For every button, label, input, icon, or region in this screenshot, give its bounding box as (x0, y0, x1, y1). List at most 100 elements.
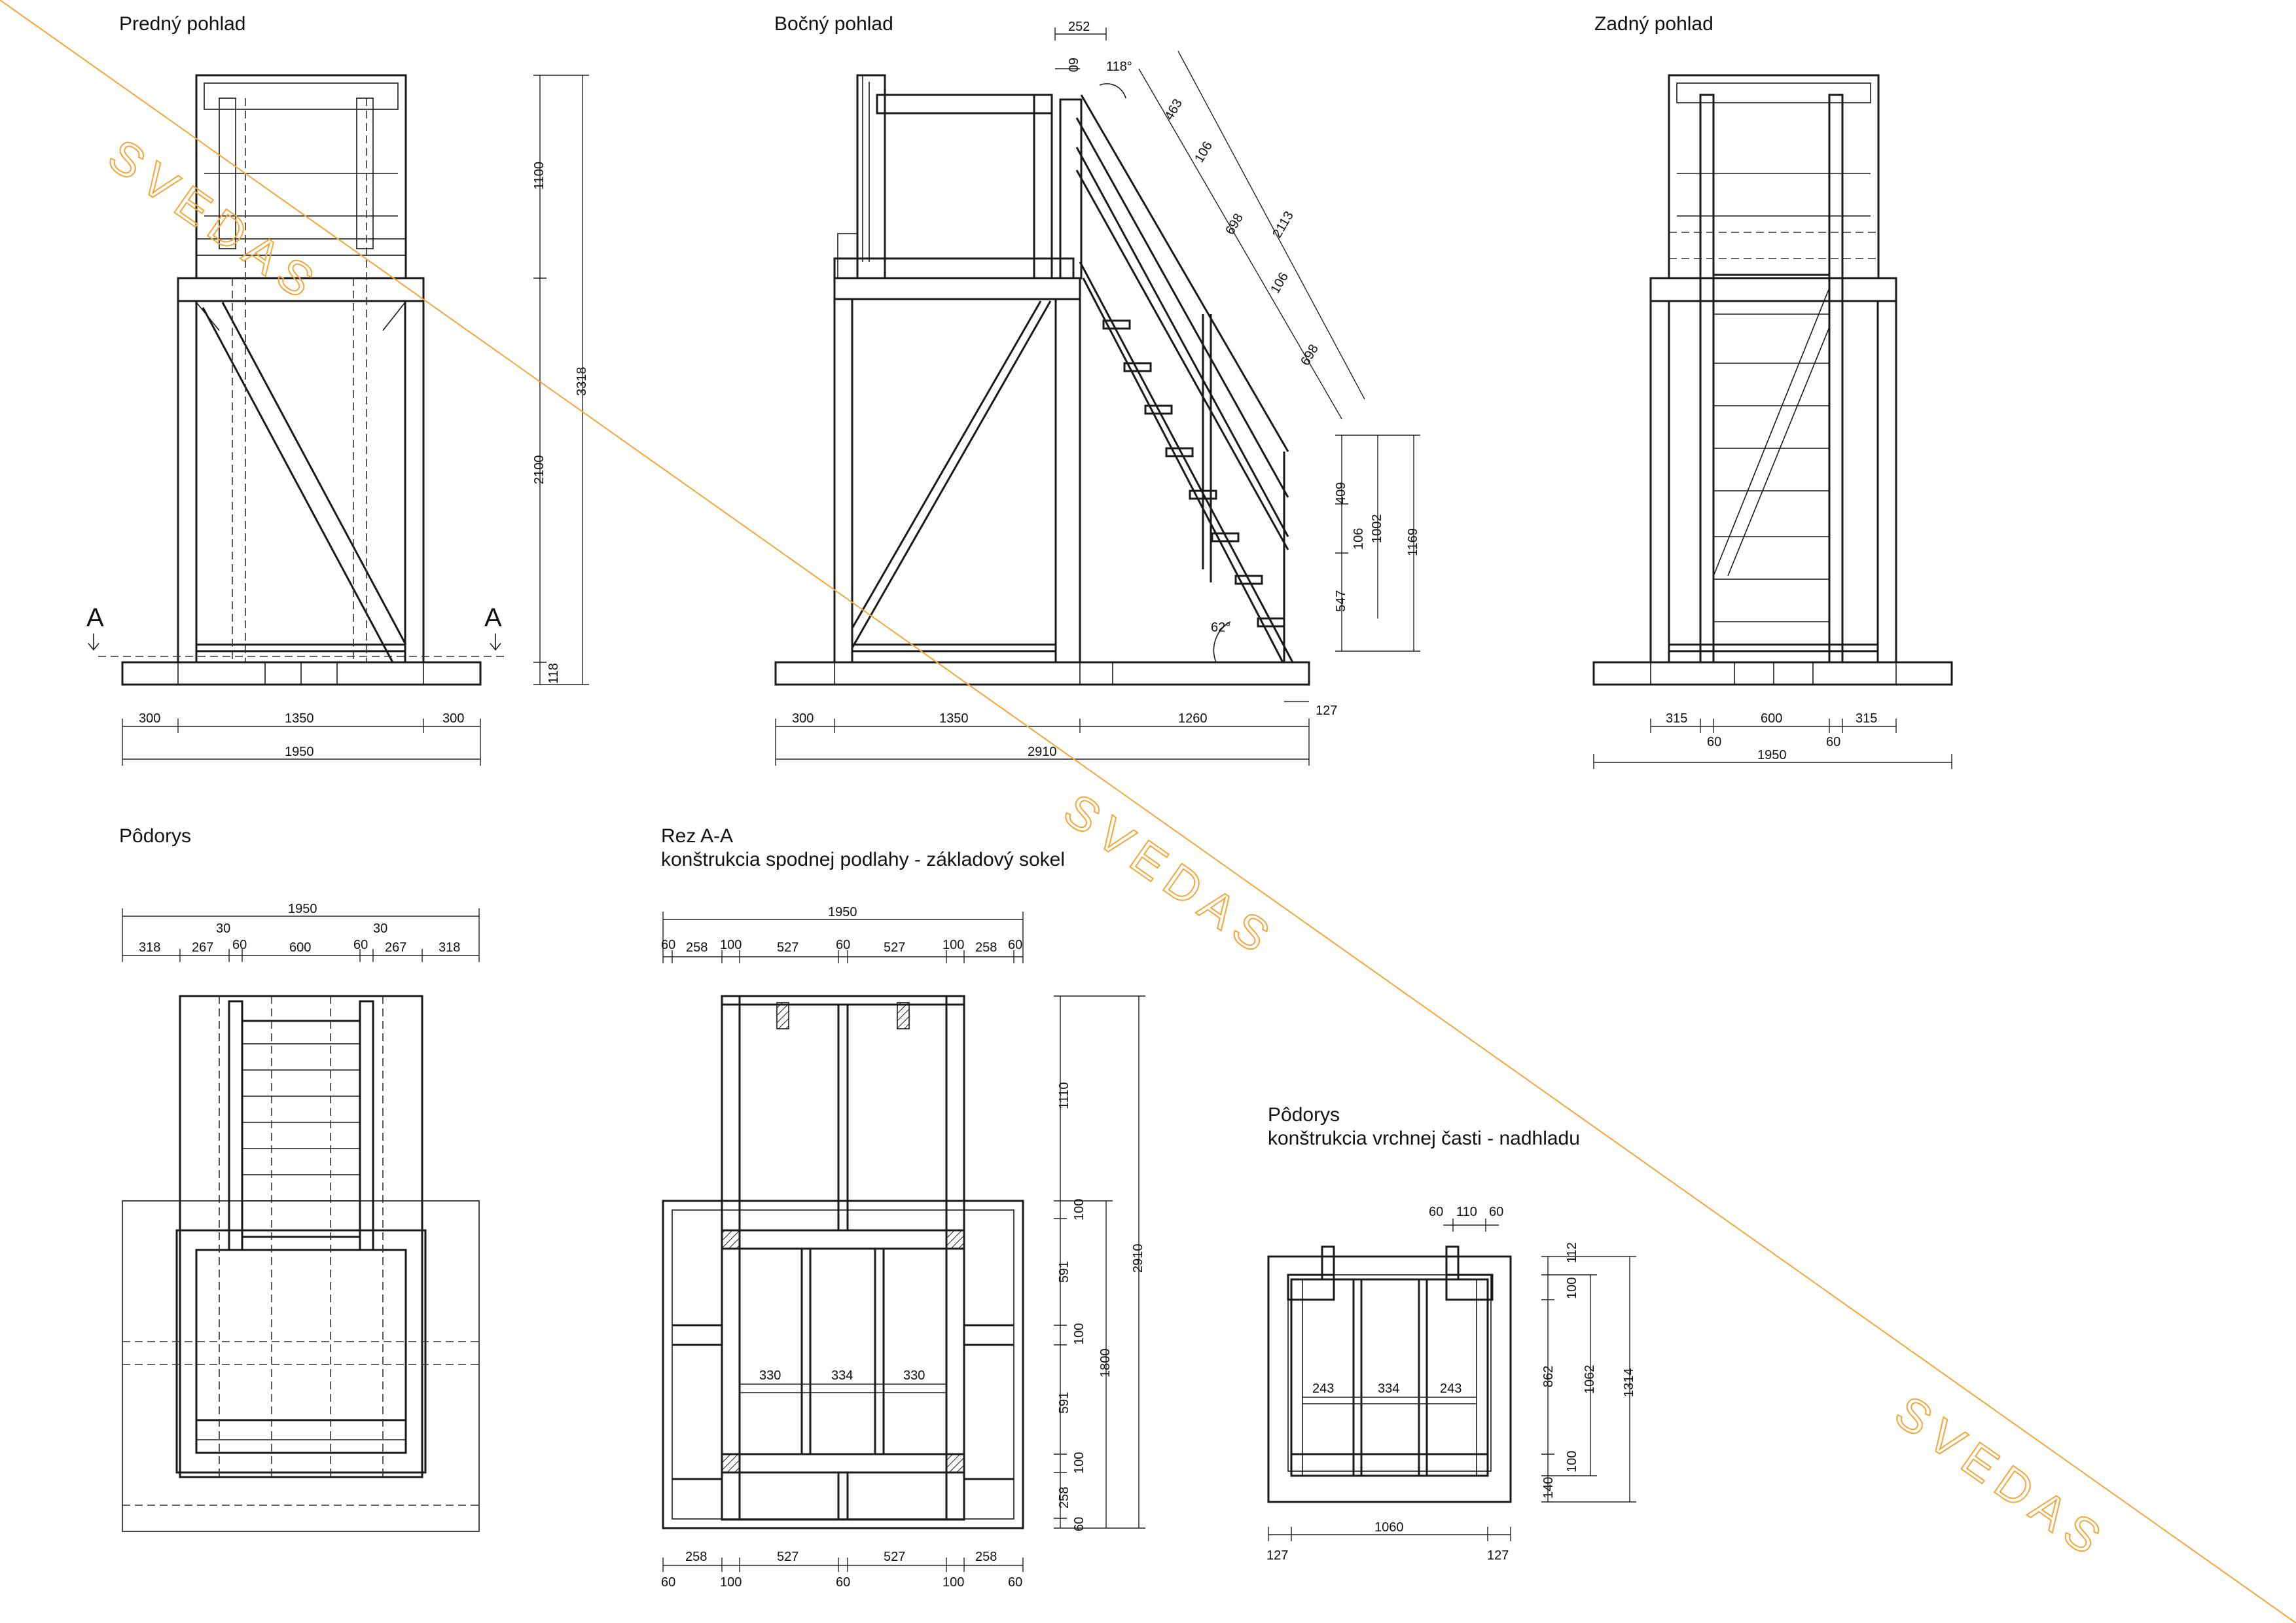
front-dim-1100: 1100 (532, 162, 547, 190)
section-top-60-c: 60 (1008, 938, 1022, 952)
front-dim-1950: 1950 (285, 745, 314, 759)
plan-dim-1950: 1950 (288, 902, 317, 916)
upper-right-1062: 1062 (1583, 1365, 1597, 1395)
section-mark-right: A (484, 603, 502, 632)
side-angle-62: 62° (1211, 620, 1230, 635)
section-bottom-527-right: 527 (884, 1550, 905, 1564)
side-dim-252: 252 (1068, 20, 1090, 34)
section-top-258-a: 258 (686, 940, 708, 955)
back-view-title: Zadný pohlad (1594, 13, 1713, 35)
side-view-title: Bočný pohlad (774, 13, 893, 35)
plan-view: 1950 30 30 318 267 60 600 60 267 318 (122, 902, 480, 1532)
side-dim-547: 547 (1334, 590, 1348, 612)
upper-plan-subtitle: konštrukcia vrchnej časti - nadhladu (1268, 1128, 1580, 1149)
side-dim-698-a: 698 (1223, 211, 1246, 238)
back-dim-60-left: 60 (1707, 735, 1721, 749)
plan-dim-318-right: 318 (439, 940, 460, 955)
plan-dim-30-right: 30 (373, 921, 387, 936)
section-dim-330-right: 330 (903, 1368, 925, 1383)
front-dim-118: 118 (547, 663, 561, 684)
upper-right-1314: 1314 (1622, 1368, 1636, 1398)
side-dim-1350: 1350 (939, 711, 969, 726)
section-right-100-a: 100 (1072, 1199, 1086, 1221)
back-dim-600: 600 (1761, 711, 1782, 726)
upper-right-100-a: 100 (1565, 1277, 1579, 1299)
section-top-60-a: 60 (661, 938, 675, 952)
side-dim-2910: 2910 (1028, 745, 1057, 759)
section-view-subtitle: konštrukcia spodnej podlahy - základový … (661, 849, 1065, 870)
upper-top-60-right: 60 (1489, 1205, 1503, 1219)
section-right-1110: 1110 (1057, 1082, 1071, 1109)
front-dim-1350: 1350 (285, 711, 314, 726)
section-bottom-258-right: 258 (975, 1550, 997, 1564)
upper-top-60-left: 60 (1429, 1205, 1443, 1219)
side-dim-106-b: 106 (1268, 270, 1291, 296)
section-top-258-b: 258 (975, 940, 997, 955)
side-dim-1002: 1002 (1370, 514, 1384, 544)
section-dim-334: 334 (831, 1368, 853, 1383)
upper-bottom-1060: 1060 (1374, 1520, 1404, 1535)
section-right-258: 258 (1057, 1487, 1071, 1508)
section-top-527-b: 527 (884, 940, 905, 955)
section-dim-1950: 1950 (828, 905, 857, 919)
front-dim-300-right: 300 (442, 711, 464, 726)
section-top-100-b: 100 (942, 938, 964, 952)
upper-right-140: 140 (1541, 1477, 1556, 1499)
front-view: A A 300 1350 300 1950 1100 2100 118 3318 (86, 74, 589, 766)
side-view: 62° 118° 252 60 463 106 698 106 698 2113… (774, 20, 1420, 766)
plan-dim-30-left: 30 (216, 921, 230, 936)
plan-dim-267-right: 267 (385, 940, 406, 955)
upper-inner-334: 334 (1378, 1382, 1399, 1396)
section-top-60-b: 60 (836, 938, 850, 952)
upper-inner-243-left: 243 (1312, 1382, 1334, 1396)
side-dim-106-c: 106 (1352, 528, 1366, 550)
section-right-100-b: 100 (1072, 1323, 1086, 1345)
front-view-title: Predný pohlad (119, 13, 245, 35)
section-right-60: 60 (1072, 1517, 1086, 1531)
side-angle-118: 118° (1106, 60, 1132, 74)
front-dim-300-left: 300 (139, 711, 160, 726)
watermark-text-2: SVEDAS (1054, 784, 1286, 968)
upper-plan-title: Pôdorys (1268, 1104, 1340, 1126)
upper-right-100-b: 100 (1565, 1451, 1579, 1472)
section-top-100-a: 100 (720, 938, 742, 952)
side-dim-1169: 1169 (1406, 528, 1420, 556)
plan-dim-318-left: 318 (139, 940, 160, 955)
section-dim-330-left: 330 (759, 1368, 781, 1383)
section-right-2910: 2910 (1131, 1244, 1145, 1274)
side-dim-2113: 2113 (1270, 209, 1297, 240)
section-bottom-100-a: 100 (720, 1575, 742, 1590)
section-right-591-b: 591 (1057, 1392, 1071, 1414)
section-bottom-60-c: 60 (1008, 1575, 1022, 1590)
back-dim-60-right: 60 (1826, 735, 1840, 749)
section-right-100-c: 100 (1072, 1452, 1086, 1474)
back-dim-315-right: 315 (1856, 711, 1877, 726)
side-dim-409: 409 (1334, 482, 1348, 504)
upper-bottom-127-right: 127 (1487, 1548, 1509, 1563)
front-dim-2100: 2100 (532, 455, 547, 485)
upper-right-862: 862 (1541, 1366, 1556, 1387)
upper-top-110: 110 (1456, 1205, 1477, 1219)
section-bottom-527-left: 527 (777, 1550, 798, 1564)
plan-dim-600: 600 (289, 940, 311, 955)
plan-dim-267-left: 267 (192, 940, 213, 955)
back-dim-315-left: 315 (1666, 711, 1687, 726)
section-top-527-a: 527 (777, 940, 798, 955)
plan-dim-60-right: 60 (353, 938, 368, 952)
section-view: 330 334 330 1950 60 258 100 527 60 527 1… (661, 905, 1145, 1590)
side-dim-698-b: 698 (1298, 342, 1321, 368)
side-dim-1260: 1260 (1178, 711, 1208, 726)
section-bottom-60-a: 60 (661, 1575, 675, 1590)
side-dim-106-a: 106 (1192, 139, 1215, 166)
side-dim-463: 463 (1162, 97, 1185, 123)
section-right-591-a: 591 (1057, 1261, 1071, 1283)
section-bottom-60-b: 60 (836, 1575, 850, 1590)
section-mark-left: A (86, 603, 104, 632)
watermark-text-1: SVEDAS (99, 130, 331, 313)
back-view: 315 600 315 60 60 1950 (1592, 74, 1953, 769)
front-dim-3318: 3318 (575, 367, 589, 397)
section-bottom-258-left: 258 (685, 1550, 707, 1564)
back-dim-1950: 1950 (1757, 748, 1787, 762)
